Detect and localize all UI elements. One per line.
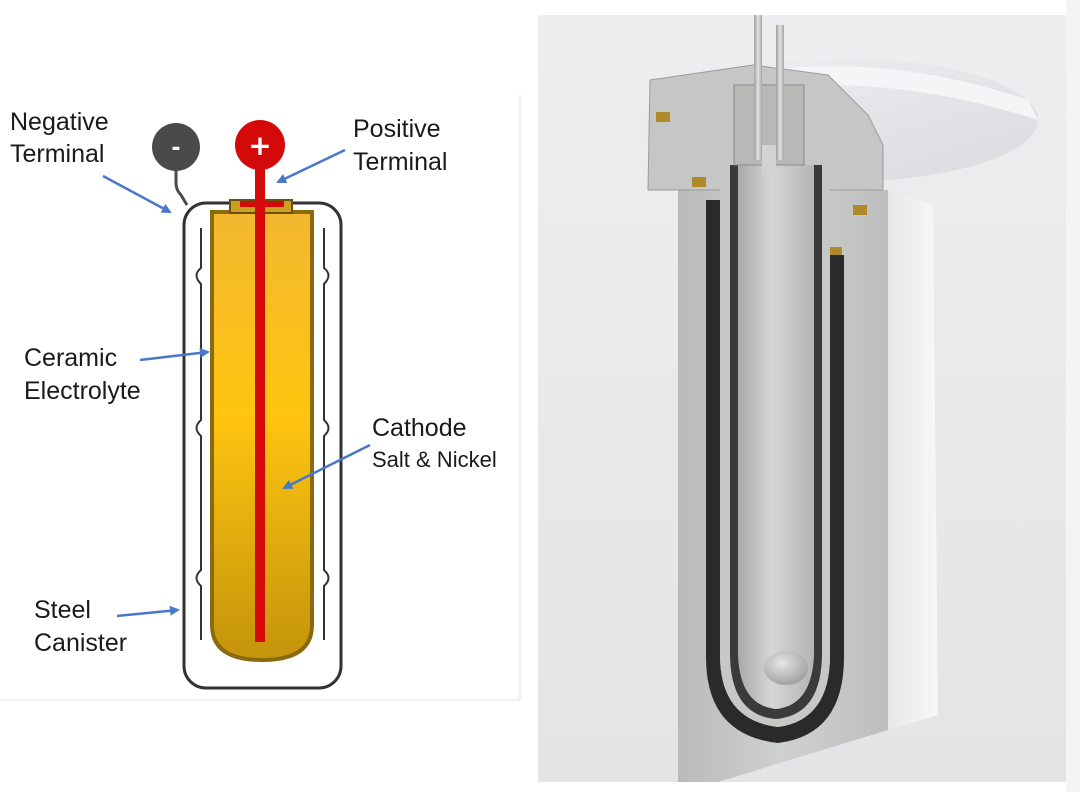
inner-wall-right [323, 228, 330, 640]
negative-lead [174, 166, 189, 206]
inner-electrode [738, 165, 814, 709]
ceramic-electrolyte-label-line1: Ceramic [24, 344, 117, 372]
negative-terminal-label-line1: Negative [10, 108, 109, 136]
cutaway-render-panel [538, 15, 1068, 782]
outer-cavity [706, 200, 844, 743]
arrow-ceramic-electrolyte [139, 347, 210, 362]
seal-right-mid [828, 247, 842, 257]
positive-terminal-label-line2: Terminal [353, 148, 447, 176]
positive-terminal-label-line1: Positive [353, 115, 441, 143]
negative-terminal-icon [152, 123, 200, 171]
arrow-cathode [282, 443, 371, 490]
rod-bridge [762, 145, 776, 175]
positive-terminal-icon [235, 120, 285, 170]
seal-left-top [656, 112, 670, 122]
electrode-blob [764, 651, 808, 685]
ceramic-electrolyte-label-line2: Electrolyte [24, 377, 141, 405]
inner-wall-left [195, 228, 202, 640]
cathode-label-line1: Cathode [372, 414, 467, 442]
cutaway-render-svg [538, 15, 1068, 782]
seal-left-mid [692, 177, 706, 187]
cathode-label-line2: Salt & Nickel [372, 447, 497, 472]
negative-sign: - [171, 136, 180, 161]
right-edge-strip [1066, 0, 1080, 792]
seal-right-top [853, 205, 867, 215]
schematic-svg: - + Negative Terminal Positive Terminal … [0, 95, 521, 701]
arrow-negative-terminal [102, 174, 172, 214]
rod-left [754, 15, 762, 160]
arrow-steel-canister [116, 605, 180, 618]
steel-canister-label-line1: Steel [34, 596, 91, 624]
rod-right [776, 25, 784, 160]
arrow-positive-terminal [276, 148, 346, 184]
negative-terminal-label-line2: Terminal [10, 140, 104, 168]
positive-sign: + [248, 129, 271, 162]
outer-body-right [888, 190, 938, 730]
current-collector [255, 160, 265, 642]
schematic-panel: - + Negative Terminal Positive Terminal … [0, 0, 530, 792]
steel-canister-label-line2: Canister [34, 629, 127, 657]
